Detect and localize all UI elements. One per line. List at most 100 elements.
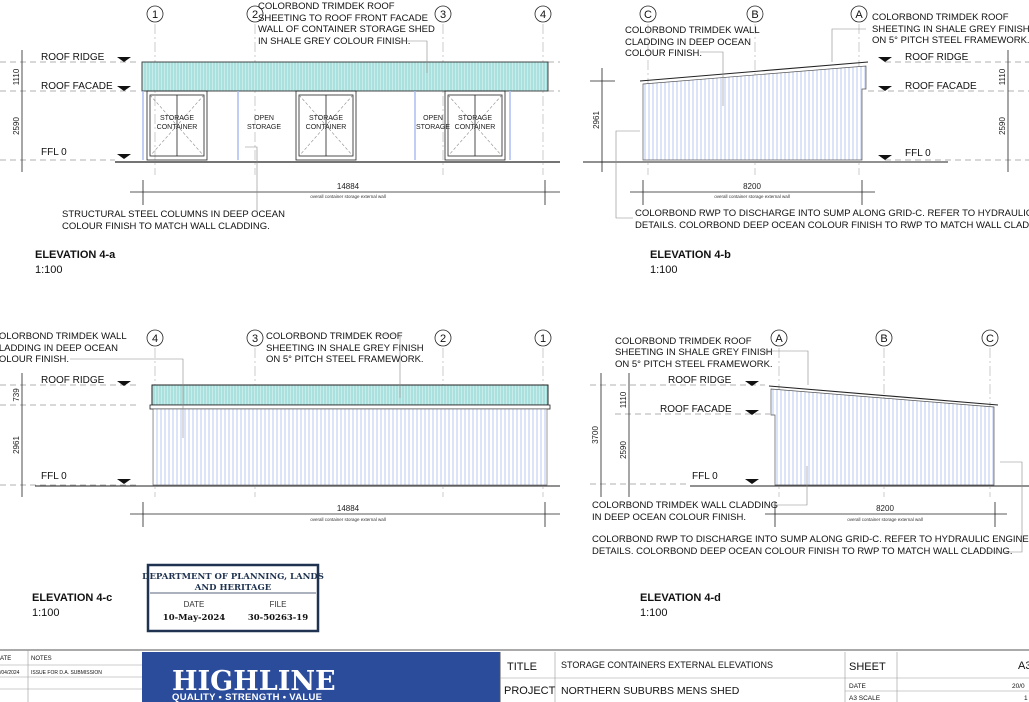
label-text: COLORBOND TRIMDEK ROOF xyxy=(872,12,1009,23)
label-text: 4 xyxy=(152,333,158,345)
label-text: 1:100 xyxy=(650,264,678,276)
bay-label: STORAGE xyxy=(309,115,343,122)
label-text: 10-May-2024 xyxy=(163,613,225,623)
label-text: COLORBOND TRIMDEK WALL CLADDING xyxy=(592,500,778,511)
label-text: DEPARTMENT OF PLANNING, LANDS xyxy=(142,572,324,582)
grid-lines xyxy=(154,24,544,175)
elevation-4c: 4 3 2 1 ROOF RIDGE FFL 0 739 2961 14884 … xyxy=(0,329,560,619)
label-text: ROOF RIDGE xyxy=(668,375,732,386)
label-text: COLOUR FINISH TO MATCH WALL CLADDING. xyxy=(62,221,270,232)
label-text: COLORBOND TRIMDEK WALL xyxy=(0,331,127,342)
label-text: STRUCTURAL STEEL COLUMNS IN DEEP OCEAN xyxy=(62,209,285,220)
label-text: ON 5° PITCH STEEL FRAMEWORK. xyxy=(615,359,773,370)
label-text: AND HERITAGE xyxy=(194,583,272,593)
label-text: NOTES xyxy=(31,656,52,662)
label-text: 1:100 xyxy=(640,607,668,619)
label-text: COLORBOND RWP TO DISCHARGE INTO SUMP ALO… xyxy=(635,208,1029,219)
roof-sheeting xyxy=(151,384,549,406)
dim-upper: 1110 xyxy=(12,68,21,85)
label-text: 1 xyxy=(152,9,158,21)
label-text: FILE xyxy=(270,600,287,609)
bay-label: OPEN xyxy=(423,115,443,122)
label-text: COLOUR FINISH. xyxy=(0,354,69,365)
grid-bubble: 1 xyxy=(534,329,552,347)
label-text: ROOF FACADE xyxy=(660,404,732,415)
label-text: IN DEEP OCEAN COLOUR FINISH. xyxy=(592,512,746,523)
label-text: 1:100 xyxy=(32,607,60,619)
label-text: 1 xyxy=(1024,695,1028,702)
label-text: SHEETING IN SHALE GREY FINISH xyxy=(615,347,773,358)
label-text: 1110 xyxy=(998,68,1007,85)
storage-container-door xyxy=(146,90,208,161)
label-text: 2961 xyxy=(12,436,21,454)
label-text: ROOF RIDGE xyxy=(905,52,969,63)
grid-bubble: 2 xyxy=(246,5,264,23)
grid-bubble: 4 xyxy=(146,329,164,347)
level-ffl: FFL 0 xyxy=(41,147,67,158)
label-text: 20/0 xyxy=(1012,683,1025,690)
label-text: DATE xyxy=(184,600,205,609)
label-text: ISSUE FOR D.A. SUBMISSION xyxy=(31,670,102,676)
label-text: ON 5° PITCH STEEL FRAMEWORK. xyxy=(872,35,1029,46)
label-text: overall container storage external wall xyxy=(310,517,386,522)
label-text: A3 xyxy=(1018,660,1029,672)
grid-bubble: B xyxy=(746,5,764,23)
wall-cladding xyxy=(642,65,867,161)
label-text: COLORBOND TRIMDEK ROOF xyxy=(615,336,752,347)
label-text: QUALITY • STRENGTH • VALUE xyxy=(172,692,322,702)
label-text: TITLE xyxy=(507,661,537,673)
elevation-4b: C B A ROOF RIDGE ROOF FACADE FFL 0 1110 … xyxy=(583,5,1029,276)
grid-bubble: A xyxy=(770,329,788,347)
grid-bubble: A xyxy=(850,5,868,23)
label-text: WALL OF CONTAINER STORAGE SHED xyxy=(258,24,435,35)
label-text: FFL 0 xyxy=(692,471,718,482)
dim-width: 14884 xyxy=(337,182,360,191)
label-text: /04/2024 xyxy=(0,670,20,676)
note-rwp: COLORBOND RWP TO DISCHARGE INTO SUMP ALO… xyxy=(615,130,1029,231)
label-text: ON 5° PITCH STEEL FRAMEWORK. xyxy=(266,354,424,365)
label-text: 2 xyxy=(252,9,258,21)
label-text: NORTHERN SUBURBS MENS SHED xyxy=(561,685,740,697)
label-text: ROOF FACADE xyxy=(905,81,977,92)
label-text: C xyxy=(644,9,652,21)
title-block: TITLE STORAGE CONTAINERS EXTERNAL ELEVAT… xyxy=(499,652,1029,702)
wall-cladding xyxy=(152,408,548,486)
label-text: ATE xyxy=(0,656,11,662)
label-text: 2961 xyxy=(592,111,601,129)
label-text: IN SHALE GREY COLOUR FINISH. xyxy=(258,36,410,47)
label-text: FFL 0 xyxy=(41,471,67,482)
label-text: SHEETING IN SHALE GREY FINISH xyxy=(872,24,1029,35)
roof-facade-cladding xyxy=(141,61,549,92)
label-text: COLOUR FINISH. xyxy=(625,48,702,59)
label-text: DETAILS. COLORBOND DEEP OCEAN COLOUR FIN… xyxy=(592,546,1013,557)
elevation-4d: A B C ROOF RIDGE ROOF FACADE FFL 0 3700 … xyxy=(590,329,1029,619)
grid-bubble: 3 xyxy=(246,329,264,347)
label-text: 2590 xyxy=(619,441,628,459)
label-text: 14884 xyxy=(337,504,360,513)
label-text: 4 xyxy=(540,9,546,21)
label-text: 3 xyxy=(252,333,258,345)
label-text: 2 xyxy=(440,333,446,345)
label-text: B xyxy=(880,333,887,345)
grid-bubble: 2 xyxy=(434,329,452,347)
label-text: A xyxy=(855,9,863,21)
label-text: PROJECT xyxy=(504,685,556,697)
grid-bubble: 1 xyxy=(146,5,164,23)
label-text: FFL 0 xyxy=(905,148,931,159)
level-roof-facade: ROOF FACADE xyxy=(41,81,113,92)
label-text: COLORBOND TRIMDEK ROOF xyxy=(258,1,395,12)
revision-table: ATE NOTES /04/2024 ISSUE FOR D.A. SUBMIS… xyxy=(0,649,1029,702)
label-text: ROOF RIDGE xyxy=(41,375,105,386)
label-text: A xyxy=(775,333,783,345)
label-text: COLORBOND TRIMDEK WALL xyxy=(625,25,760,36)
grid-bubble: C xyxy=(981,329,999,347)
note-steel-columns: STRUCTURAL STEEL COLUMNS IN DEEP OCEANCO… xyxy=(62,146,285,232)
label-text: B xyxy=(751,9,758,21)
label-text: STORAGE xyxy=(416,124,450,131)
label-text: ELEVATION 4-d xyxy=(640,592,721,604)
label-text: COLORBOND RWP TO DISCHARGE INTO SUMP ALO… xyxy=(592,534,1029,545)
